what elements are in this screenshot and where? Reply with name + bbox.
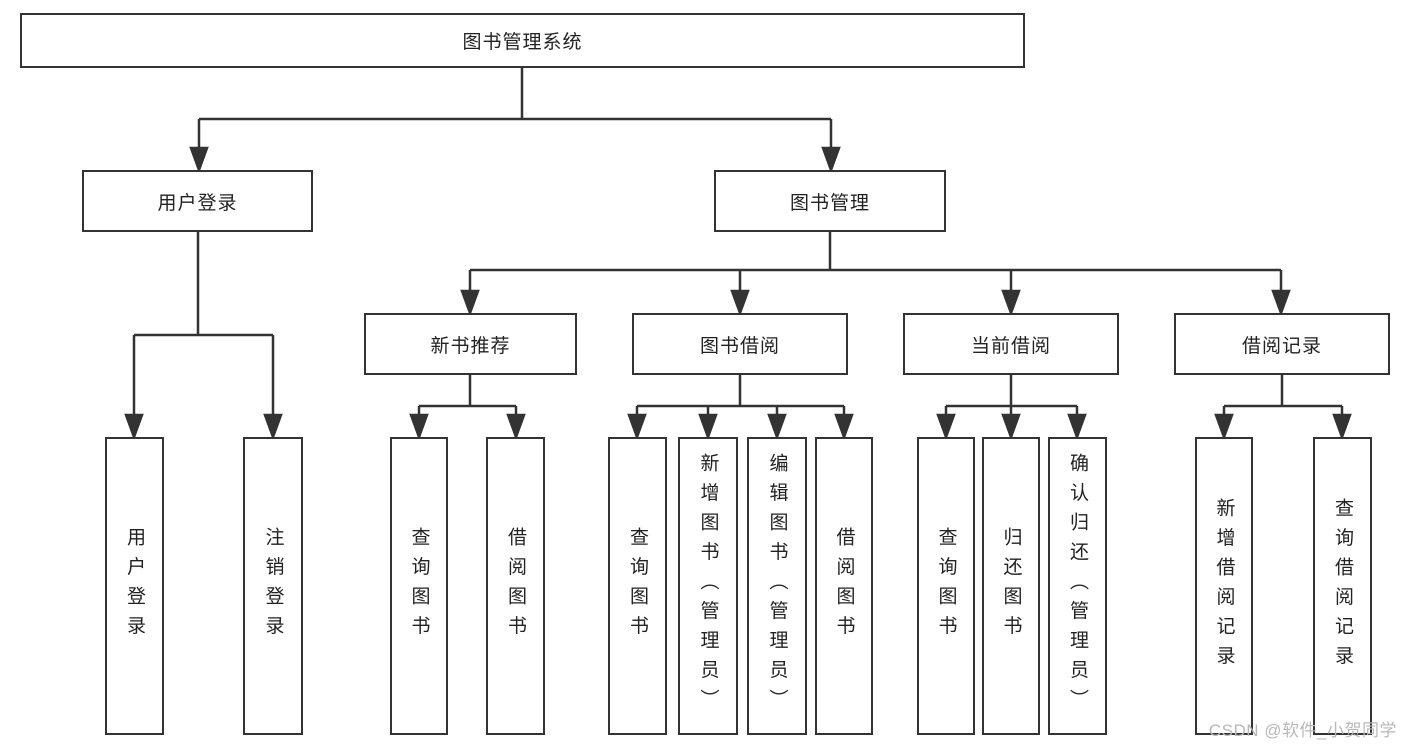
arrow-down-icon [1067,413,1087,441]
connector-user-login-to-leaves [124,232,283,441]
connector-book-borrowing-to-leaves [627,375,854,441]
leaf-query-books-current: 查询图书 [917,437,975,735]
leaf-label: 编辑图书（管理员） [766,453,788,719]
leaf-label: 查询图书 [935,527,957,645]
node-book-management-branch: 图书管理 [714,170,946,232]
leaf-confirm-return-admin: 确认归还（管理员） [1048,437,1107,735]
arrow-down-icon [1332,413,1352,441]
node-user-login-branch: 用户登录 [82,170,313,232]
node-current-borrowing: 当前借阅 [903,313,1119,375]
arrow-down-icon [698,413,718,441]
leaf-user-login: 用户登录 [105,437,164,735]
arrow-down-icon [506,413,526,441]
arrow-down-icon [767,413,787,441]
leaf-edit-books-admin: 编辑图书（管理员） [747,437,807,735]
arrow-down-icon [460,289,480,317]
leaf-logout: 注销登录 [243,437,303,735]
leaf-label: 新增图书（管理员） [697,453,719,719]
leaf-label: 归还图书 [1000,527,1022,645]
arrow-down-icon [730,289,750,317]
arrow-down-icon [821,146,841,174]
leaf-return-books: 归还图书 [982,437,1040,735]
arrow-down-icon [627,413,647,441]
connector-book-management-to-sections [460,232,1291,317]
connector-borrow-records-to-leaves [1214,375,1352,441]
leaf-label: 查询图书 [408,527,430,645]
leaf-label: 新增借阅记录 [1213,497,1235,675]
leaf-query-books-borrowing: 查询图书 [608,437,667,735]
leaf-label: 查询图书 [627,527,648,645]
arrow-down-icon [1001,289,1021,317]
leaf-add-borrow-record: 新增借阅记录 [1195,437,1253,735]
arrow-down-icon [1214,413,1234,441]
leaf-label: 用户登录 [124,527,145,645]
leaf-query-books-recommend: 查询图书 [390,437,448,735]
arrow-down-icon [263,413,283,441]
connector-current-borrowing-to-leaves [936,375,1087,441]
connector-root-to-level1 [189,67,841,174]
leaf-label: 借阅图书 [505,527,526,645]
leaf-label: 注销登录 [262,527,284,645]
arrow-down-icon [409,413,429,441]
arrow-down-icon [189,146,209,174]
arrow-down-icon [1001,413,1021,441]
arrow-down-icon [834,413,854,441]
node-borrowing-records: 借阅记录 [1174,313,1390,375]
node-book-borrowing: 图书借阅 [632,313,848,375]
arrow-down-icon [124,413,144,441]
leaf-label: 查询借阅记录 [1332,497,1353,675]
leaf-borrow-books: 借阅图书 [815,437,873,735]
arrow-down-icon [1271,289,1291,317]
leaf-query-borrow-record: 查询借阅记录 [1313,437,1372,735]
node-new-book-recommendation: 新书推荐 [364,313,577,375]
leaf-label: 借阅图书 [833,527,855,645]
node-library-system: 图书管理系统 [20,13,1025,68]
connector-new-book-to-leaves [409,375,526,441]
leaf-add-books-admin: 新增图书（管理员） [678,437,738,735]
leaf-borrow-books-recommend: 借阅图书 [486,437,545,735]
csdn-watermark: CSDN @软件_小贺同学 [1208,721,1397,740]
leaf-label: 确认归还（管理员） [1067,453,1088,719]
arrow-down-icon [936,413,956,441]
